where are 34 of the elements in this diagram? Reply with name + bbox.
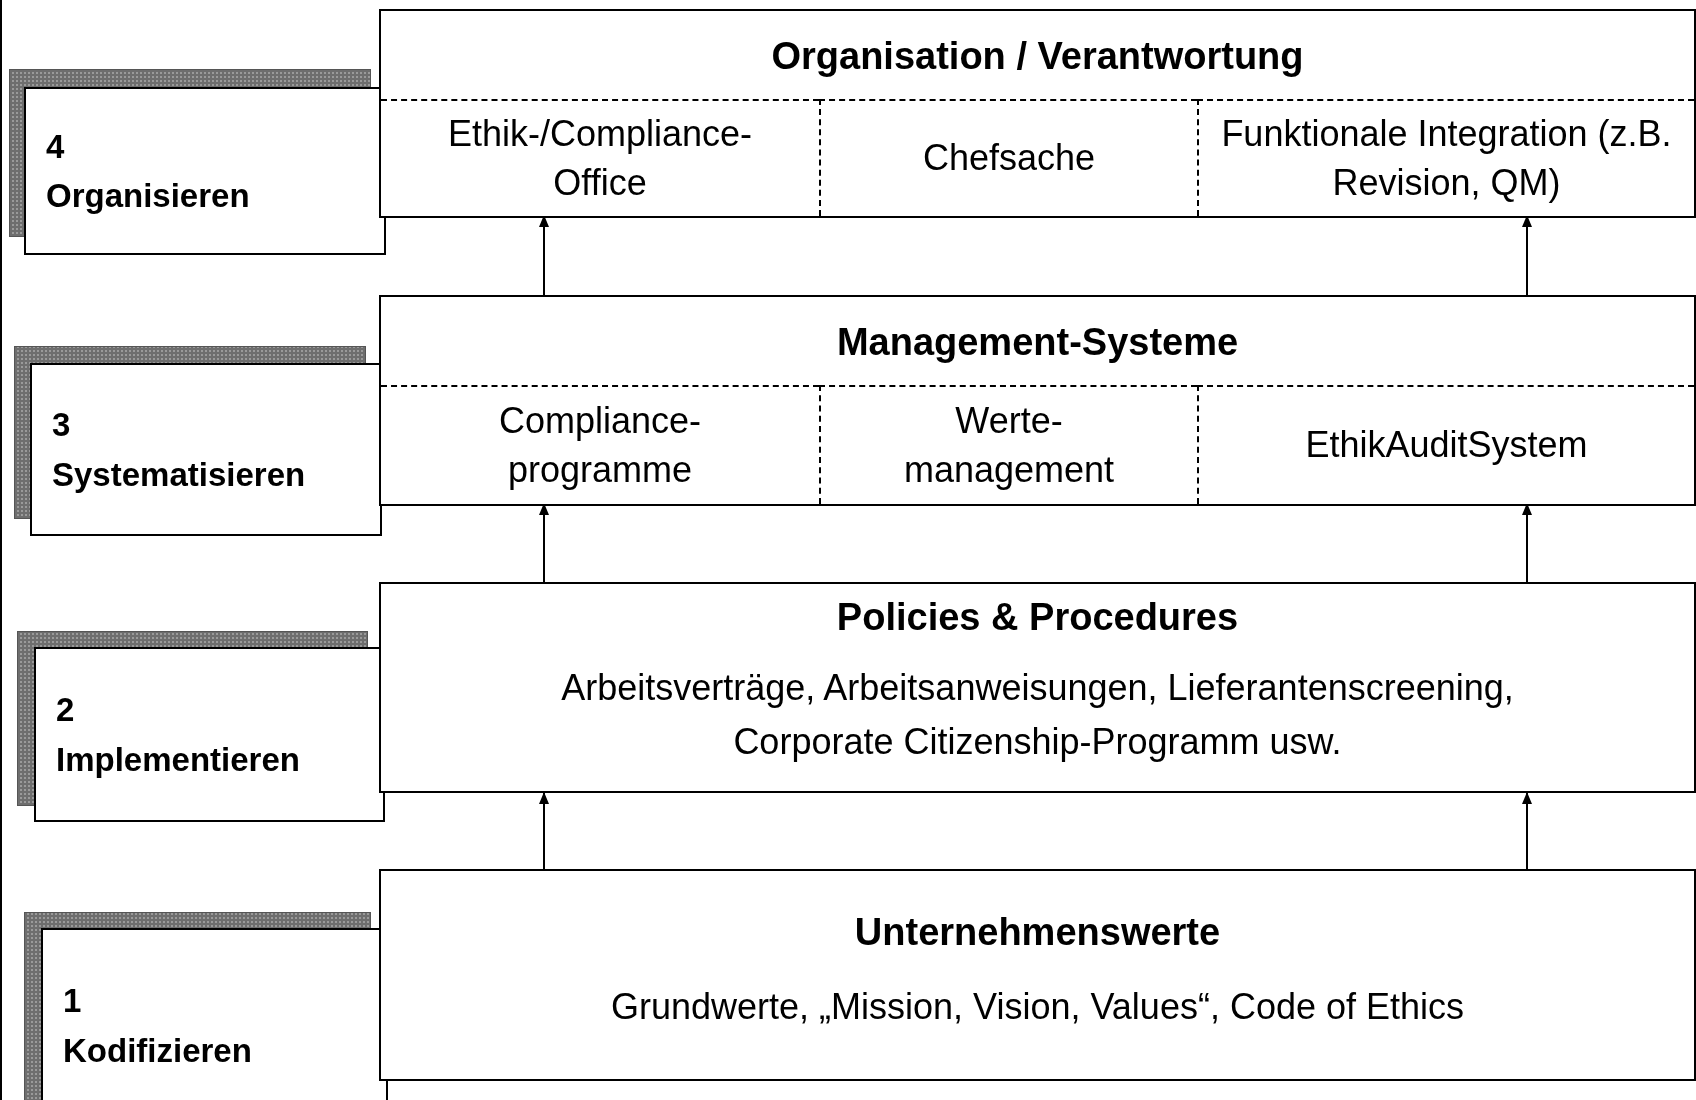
cell-text: Ethik-/Compliance-Office (446, 111, 754, 205)
layer-box (379, 869, 1696, 1081)
cell-text: Werte-management (902, 398, 1116, 492)
layer-description: Grundwerte, „Mission, Vision, Values“, Code of Ethics (610, 985, 1465, 1029)
cell-text: Chefsache (922, 136, 1096, 181)
cell-text: Compliance-programme (497, 398, 703, 492)
layer-cell (819, 385, 1197, 504)
layer-heading: Unternehmenswerte (853, 911, 1222, 954)
level-box (34, 647, 385, 822)
cell-text: Funktionale Integration (z.B. Revision, QM) (1220, 111, 1673, 205)
layer-box (379, 582, 1696, 793)
layer-heading: Management-Systeme (835, 319, 1240, 365)
cell-text: EthikAuditSystem (1305, 423, 1588, 468)
level-label: Organisieren (46, 176, 251, 216)
level-number: 2 (56, 690, 76, 730)
level-box (24, 87, 386, 255)
arrow (539, 792, 549, 870)
level-box (41, 928, 388, 1100)
level-number: 3 (52, 405, 72, 445)
layer-heading: Organisation / Verantwortung (770, 33, 1305, 79)
layer-description: Arbeitsverträge, Arbeitsanweisungen, Lieferantenscreening, Corporate Citizenship-Programm usw. (560, 666, 1515, 764)
level-label: Implementieren (56, 739, 301, 780)
layer-box (379, 295, 1696, 506)
layer-box (379, 9, 1696, 218)
level-number: 1 (63, 981, 83, 1021)
layer-cell (1197, 99, 1694, 216)
layer-heading: Policies & Procedures (835, 596, 1240, 639)
level-label: Kodifizieren (63, 1030, 253, 1071)
layer-cell (819, 99, 1197, 216)
layer-cell (1197, 385, 1694, 504)
level-number: 4 (46, 126, 66, 167)
level-label: Systematisieren (52, 454, 307, 495)
level-box (30, 363, 382, 536)
arrow (1522, 792, 1532, 870)
